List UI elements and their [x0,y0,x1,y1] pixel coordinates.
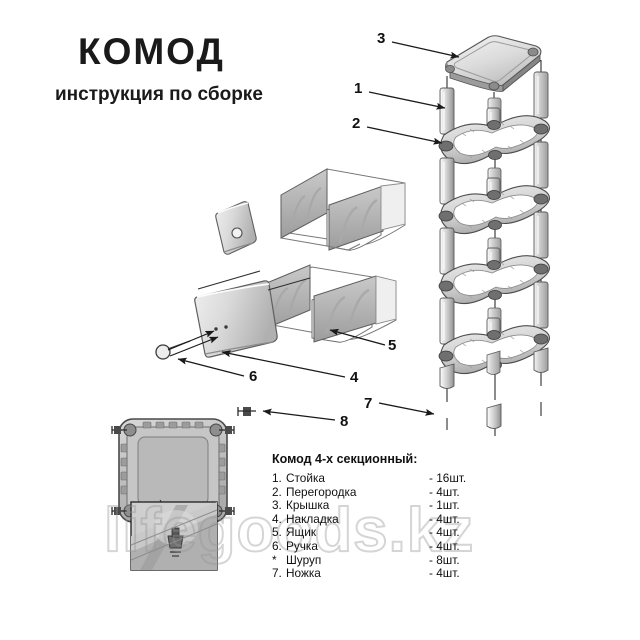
screw-icon [237,407,256,416]
part-post [439,227,455,275]
leader-3 [391,41,460,59]
leader-2 [366,126,443,145]
screw-icon [111,507,127,515]
callout-leader-lines [177,41,460,421]
screw-group [111,426,235,515]
part-lid [444,35,542,92]
detail-inset [130,499,218,571]
part-qty: - 4шт. [429,484,460,499]
part-post [533,211,549,259]
callout-7: 7 [364,395,373,412]
part-name: Ножка [286,566,321,581]
part-name: Крышка [286,498,330,513]
parts-list-item: 1. Стойка - 16шт. [272,471,487,486]
part-qty: - 1шт. [429,498,460,513]
part-divider-frame [438,115,551,165]
page-subtitle: инструкция по сборке [55,84,263,105]
part-qty: - 4шт. [429,511,460,526]
part-name: Стойка [286,471,325,485]
part-post [439,157,455,205]
part-qty: - 8шт. [429,552,460,567]
base-plate-top-view [111,418,235,571]
leader-6 [177,357,245,377]
part-post [533,281,549,329]
parts-list-item: 4. Накладка - 4шт. [272,511,487,527]
part-foot [486,350,501,375]
part-foot [439,363,455,389]
parts-list-item: 2. Перегородка - 4шт. [272,484,487,500]
screw-icon [111,426,127,434]
parts-list-item: 6. Ручка - 4шт. [272,538,487,554]
parts-list-item: 3. Крышка - 1шт. [272,499,487,513]
part-handle-group [155,330,219,360]
drawer-assembly-lower [194,264,397,358]
callout-3: 3 [377,30,386,47]
part-index: 6. [272,538,282,553]
part-index: 3. [272,498,282,513]
part-post [439,87,455,135]
part-index: 7. [272,566,282,581]
callout-1: 1 [354,80,363,97]
part-post [439,297,455,345]
part-index: 4. [272,511,282,526]
leader-4 [221,350,346,378]
parts-list-item: 7. Ножка - 4шт. [272,567,487,581]
callout-2: 2 [352,115,361,132]
part-qty: - 16шт. [429,471,467,485]
part-index: 1. [272,471,282,485]
part-post [533,71,549,119]
leader-7 [378,402,435,416]
callout-8: 8 [340,413,349,430]
callout-4: 4 [350,369,359,386]
part-index: 5. [272,525,282,540]
callout-6: 6 [249,368,258,385]
part-divider-frame [438,255,551,305]
part-post [533,141,549,189]
callout-5: 5 [388,337,397,354]
part-qty: - 4шт. [429,525,460,540]
parts-list-item: 5. Ящик - 4шт. [272,526,487,540]
handle-insert-arrow [167,330,215,351]
parts-list: Комод 4-х секционный: 1. Стойка - 16шт. … [272,452,487,581]
parts-list-item: * Шуруп - 8шт. [272,552,487,568]
part-foot [533,347,549,373]
drawer-assembly-upper [215,168,406,255]
parts-list-heading: Комод 4-х секционный: [272,452,418,466]
part-qty: - 4шт. [429,566,460,581]
part-foot [486,403,502,429]
tower-exploded-view [438,35,551,436]
part-name: Ручка [286,538,318,553]
part-name: Перегородка [286,484,357,499]
part-name: Ящик [286,525,316,540]
part-index: 2. [272,484,282,499]
part-qty: - 4шт. [429,538,460,553]
leader-1 [368,91,446,110]
part-index: * [272,552,277,567]
part-name: Накладка [286,511,339,526]
screw-icon [219,507,235,515]
part-name: Шуруп [286,552,322,567]
leader-8 [262,408,336,421]
leader-5 [329,328,386,346]
page-title: КОМОД [78,31,225,72]
parts-list-rows: 1. Стойка - 16шт. 2. Перегородка - 4шт. … [272,471,487,581]
part-foot-group [439,347,549,429]
handle-insert-arrow-2 [169,336,219,357]
screw-icon [219,426,235,434]
part-divider-frame [438,185,551,235]
